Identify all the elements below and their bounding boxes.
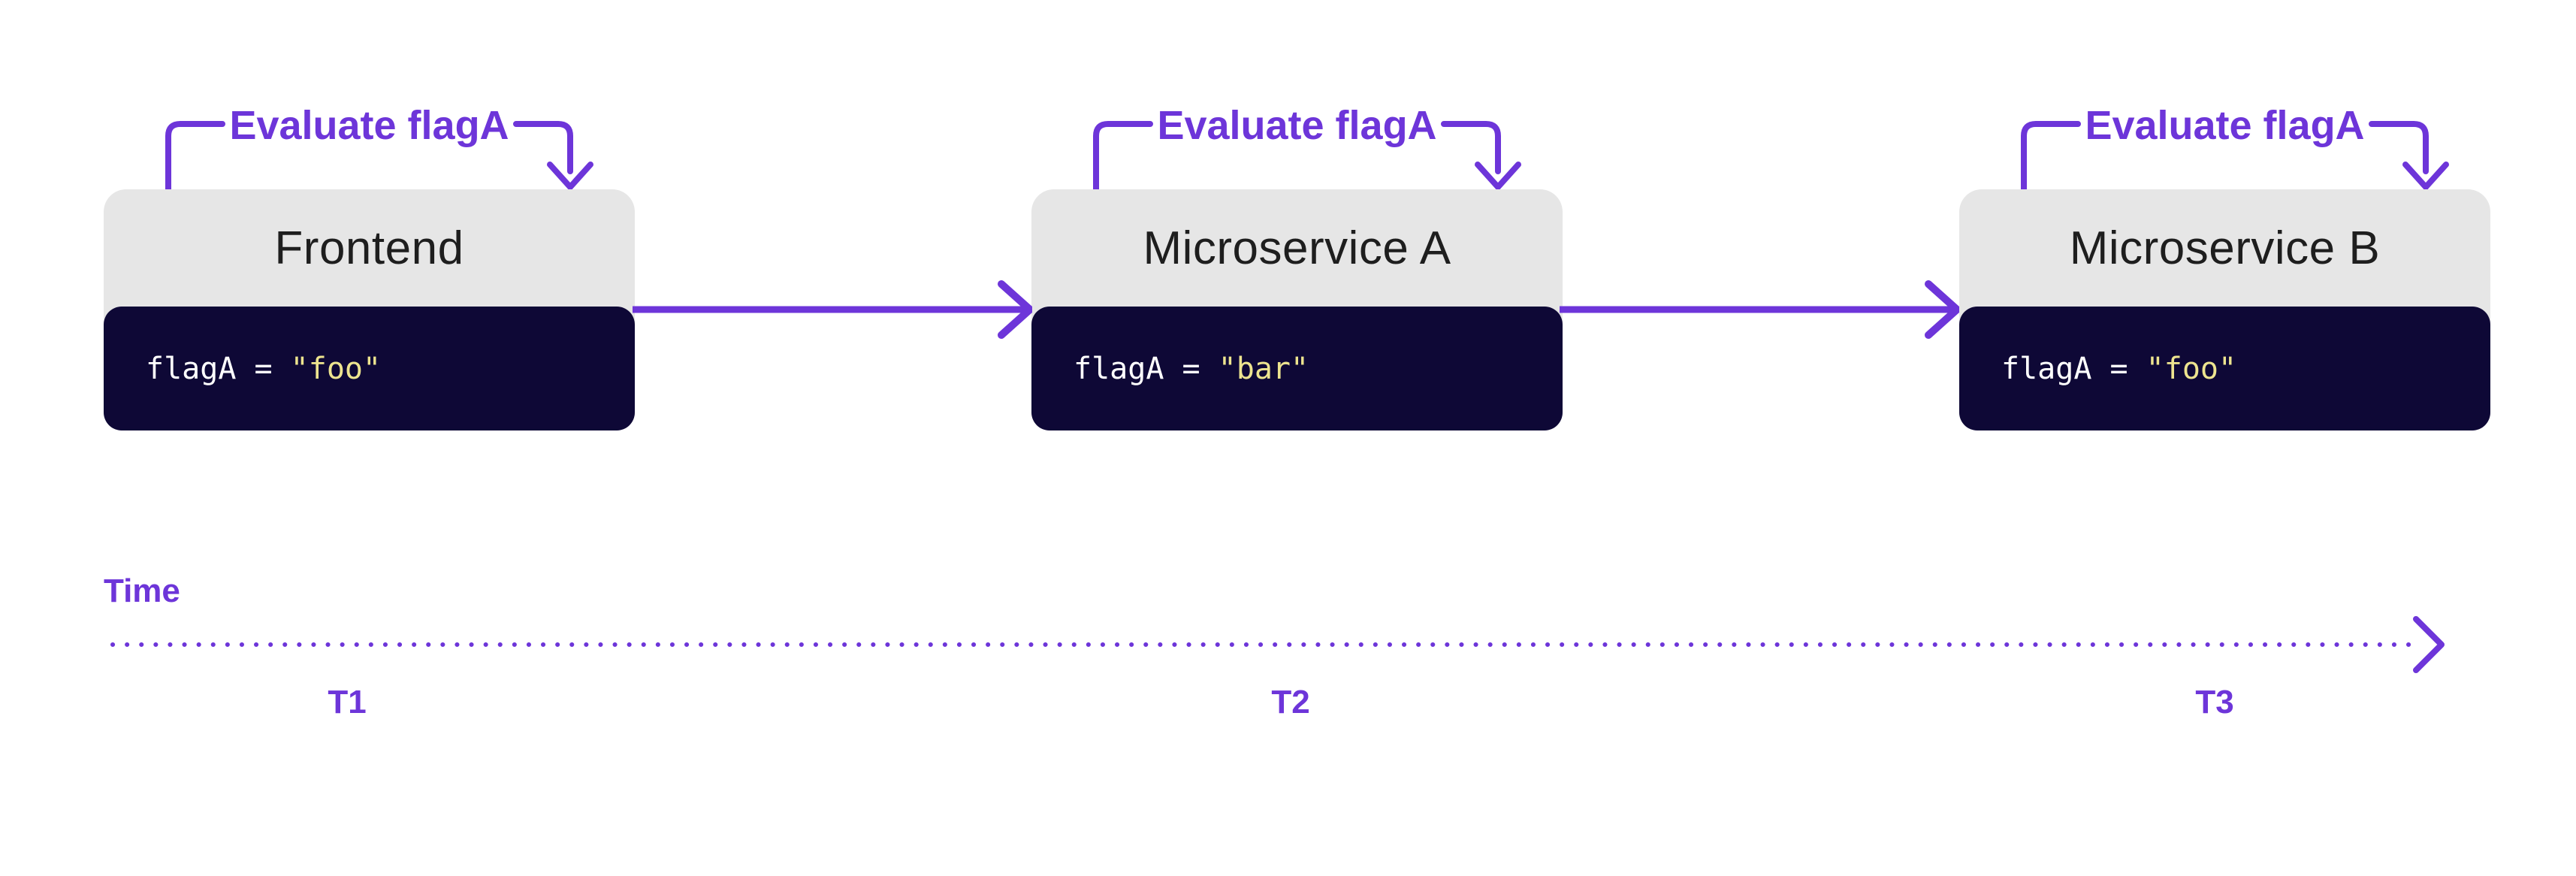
service-card: Frontend flagA = "foo": [104, 189, 635, 430]
timeline-tick-t2: T2: [1271, 684, 1310, 720]
timeline-tick-t3: T3: [2195, 684, 2234, 720]
service-group-microservice-a: Evaluate flagA Microservice A flagA = "b…: [1031, 90, 1563, 432]
evaluate-bracket-arrow-icon: [1093, 121, 1521, 192]
code-string-value: "foo": [290, 351, 382, 386]
evaluate-label: Evaluate flagA: [229, 103, 509, 148]
timeline-tick-t1: T1: [328, 684, 367, 720]
flow-arrow-icon: [633, 280, 1032, 339]
service-group-frontend: Evaluate flagA Frontend flagA = "foo": [104, 90, 635, 432]
evaluate-bracket-arrow-icon: [2021, 121, 2449, 192]
code-block: flagA = "bar": [1031, 307, 1563, 430]
service-card: Microservice B flagA = "foo": [1959, 189, 2490, 430]
service-title: Microservice B: [2069, 222, 2381, 274]
code-expression: flagA =: [146, 351, 291, 386]
timeline-axis-arrow-icon: [110, 616, 2445, 673]
service-group-microservice-b: Evaluate flagA Microservice B flagA = "f…: [1959, 90, 2490, 432]
flow-arrow-icon: [1560, 280, 1959, 339]
evaluate-label: Evaluate flagA: [1157, 103, 1437, 148]
evaluate-label: Evaluate flagA: [2085, 103, 2365, 148]
service-card: Microservice A flagA = "bar": [1031, 189, 1563, 430]
code-block: flagA = "foo": [1959, 307, 2490, 430]
service-title: Microservice A: [1143, 222, 1451, 274]
code-expression: flagA =: [1074, 351, 1219, 386]
timeline-title: Time: [104, 572, 180, 609]
code-block: flagA = "foo": [104, 307, 635, 430]
evaluate-bracket-arrow-icon: [165, 121, 593, 192]
service-title: Frontend: [274, 222, 464, 274]
code-expression: flagA =: [2001, 351, 2146, 386]
code-string-value: "foo": [2146, 351, 2237, 386]
code-string-value: "bar": [1218, 351, 1309, 386]
